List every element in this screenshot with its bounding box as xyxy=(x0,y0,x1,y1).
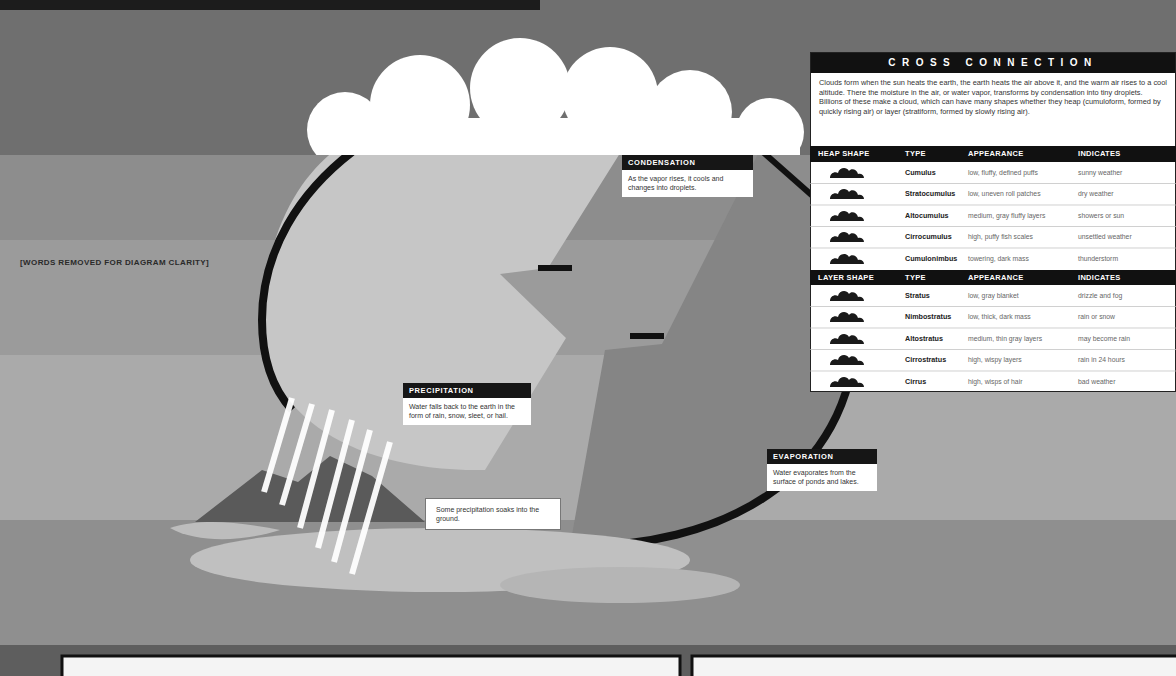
table-header-cell: APPEARANCE xyxy=(968,149,1024,159)
precipitation-arrow xyxy=(261,150,622,470)
callout-box: CONDENSATIONAs the vapor rises, it cools… xyxy=(622,155,753,197)
callout-text: Water evaporates from the surface of pon… xyxy=(767,464,877,491)
table-cell: unsettled weather xyxy=(1078,232,1132,242)
arrow-step xyxy=(538,265,572,271)
note-box: Some precipitation soaks into the ground… xyxy=(425,498,561,530)
row-rule xyxy=(810,328,1176,329)
cloud-type-cell: Cirrostratus xyxy=(905,355,946,365)
top-bar xyxy=(0,0,540,10)
row-rule xyxy=(810,248,1176,249)
callout-heading: EVAPORATION xyxy=(767,449,877,464)
panel-text: Clouds form when the sun heats the earth… xyxy=(811,73,1175,116)
note-text: Some precipitation soaks into the ground… xyxy=(426,499,560,529)
cloud-shape-icon xyxy=(830,377,864,387)
cloud-type-cell: Altostratus xyxy=(905,334,943,344)
stream xyxy=(170,522,280,539)
callout-box: EVAPORATIONWater evaporates from the sur… xyxy=(767,449,877,491)
callout-heading: CONDENSATION xyxy=(622,155,753,170)
cloud-shape-icon xyxy=(830,312,864,322)
rain xyxy=(264,398,390,574)
table-cell: low, uneven roll patches xyxy=(968,189,1041,199)
table-cell: bad weather xyxy=(1078,377,1115,387)
callout-text: Water falls back to the earth in the for… xyxy=(403,398,531,425)
ground xyxy=(0,520,1176,645)
annotation: [WORDS REMOVED FOR DIAGRAM CLARITY] xyxy=(20,258,209,268)
table-cell: towering, dark mass xyxy=(968,254,1029,264)
table-cell: high, puffy fish scales xyxy=(968,232,1033,242)
row-rule xyxy=(810,205,1176,206)
callout-text: As the vapor rises, it cools and changes… xyxy=(622,170,753,197)
table-cell: high, wisps of hair xyxy=(968,377,1022,387)
cycle-outline xyxy=(262,152,352,410)
table-cell: dry weather xyxy=(1078,189,1114,199)
rain-streak xyxy=(334,430,370,562)
cloud-shape-icon xyxy=(830,291,864,301)
table-cell: high, wispy layers xyxy=(968,355,1022,365)
table-header-cell: HEAP SHAPE xyxy=(818,149,870,159)
bottom-box xyxy=(62,656,680,676)
table-cell: low, gray blanket xyxy=(968,291,1019,301)
row-rule xyxy=(810,306,1176,307)
cloud-shape-icon xyxy=(830,211,864,221)
callout-box: PRECIPITATIONWater falls back to the ear… xyxy=(403,383,531,425)
table-cell: low, fluffy, defined puffs xyxy=(968,168,1038,178)
table-header-cell: TYPE xyxy=(905,273,926,283)
table-header-cell: TYPE xyxy=(905,149,926,159)
cloud-type-cell: Stratus xyxy=(905,291,930,301)
table-cell: showers or sun xyxy=(1078,211,1124,221)
table-cell: medium, thin gray layers xyxy=(968,334,1042,344)
table-cell: may become rain xyxy=(1078,334,1130,344)
rain-streak xyxy=(318,420,352,548)
table-header-bar xyxy=(810,146,1176,162)
cloud-shape-icon xyxy=(830,254,864,264)
cloud-type-cell: Cumulus xyxy=(905,168,936,178)
table-header-cell: LAYER SHAPE xyxy=(818,273,874,283)
cloud-shape-icon xyxy=(830,334,864,344)
rain-streak xyxy=(352,442,390,574)
row-rule xyxy=(810,226,1176,227)
row-rule xyxy=(810,349,1176,350)
lake xyxy=(500,567,740,603)
table-cell: drizzle and fog xyxy=(1078,291,1122,301)
cloud-shape-icon xyxy=(830,232,864,242)
callout-heading: PRECIPITATION xyxy=(403,383,531,398)
cloud-shape-icon xyxy=(830,189,864,199)
bottom-box xyxy=(692,656,1176,676)
cloud-type-cell: Altocumulus xyxy=(905,211,949,221)
table-cell: medium, gray fluffy layers xyxy=(968,211,1045,221)
arrow-step xyxy=(630,333,664,339)
table-cell: low, thick, dark mass xyxy=(968,312,1031,322)
cloud-type-cell: Cirrocumulus xyxy=(905,232,952,242)
row-rule xyxy=(810,183,1176,184)
panel-heading: CROSS CONNECTION xyxy=(811,53,1175,73)
cloud-type-cell: Nimbostratus xyxy=(905,312,951,322)
table-header-cell: INDICATES xyxy=(1078,273,1121,283)
row-rules xyxy=(810,184,1176,372)
row-rule xyxy=(810,371,1176,372)
cloud-type-cell: Cumulonimbus xyxy=(905,254,957,264)
cloud xyxy=(307,38,804,155)
cloud-shape-icon xyxy=(830,355,864,365)
table-cell: thunderstorm xyxy=(1078,254,1118,264)
cloud-shape-icon xyxy=(830,168,864,178)
table-header-cell: INDICATES xyxy=(1078,149,1121,159)
cloud-base xyxy=(320,118,800,155)
table-header-cell: APPEARANCE xyxy=(968,273,1024,283)
sky-band xyxy=(0,240,1176,355)
table-header-bar xyxy=(810,270,1176,285)
cloud-type-cell: Cirrus xyxy=(905,377,926,387)
table-cell: rain or snow xyxy=(1078,312,1115,322)
table-cell: sunny weather xyxy=(1078,168,1122,178)
table-cell: rain in 24 hours xyxy=(1078,355,1125,365)
cloud-type-cell: Stratocumulus xyxy=(905,189,955,199)
